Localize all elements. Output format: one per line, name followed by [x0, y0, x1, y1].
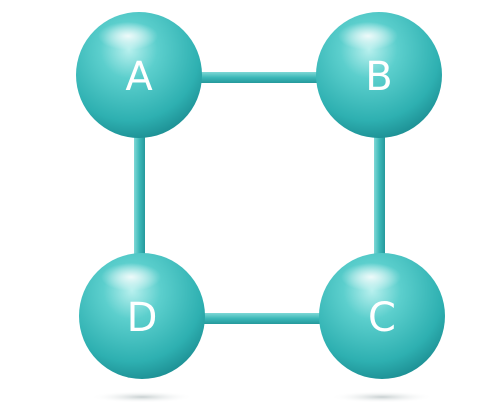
node-c: C: [319, 253, 445, 379]
sphere-highlight: [101, 263, 161, 291]
edge-d-a: [134, 130, 145, 270]
edge-b-c: [374, 130, 385, 270]
node-label-a: A: [125, 54, 153, 100]
edge-c-d: [185, 313, 335, 324]
node-shadow-d: [90, 391, 194, 403]
sphere-highlight: [341, 263, 401, 291]
node-label-d: D: [127, 295, 158, 341]
sphere-highlight: [338, 22, 398, 50]
ground-shadows: [90, 391, 434, 403]
sphere-highlight: [98, 22, 158, 50]
node-a: A: [76, 12, 202, 138]
node-shadow-c: [330, 391, 434, 403]
node-label-c: C: [368, 295, 396, 341]
edges: [134, 72, 385, 324]
node-label-b: B: [365, 54, 392, 100]
edge-a-b: [185, 72, 335, 83]
node-b: B: [316, 12, 442, 138]
node-d: D: [79, 253, 205, 379]
